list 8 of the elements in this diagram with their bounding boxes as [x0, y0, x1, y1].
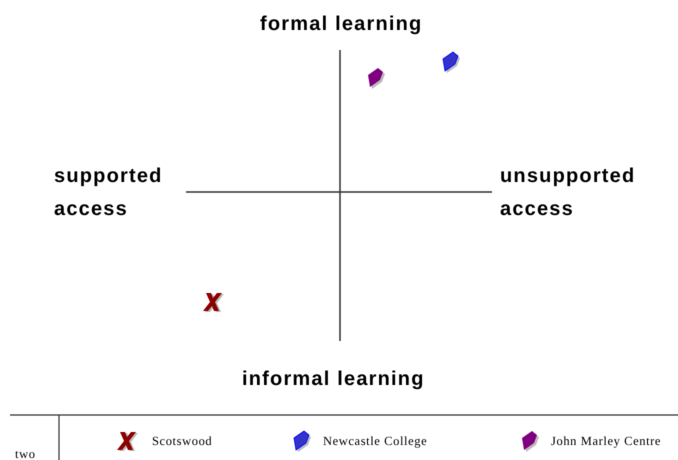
note: two: [15, 446, 36, 460]
axis-label: formal learning: [260, 12, 422, 37]
legend-label: John Marley Centre: [551, 433, 662, 449]
legend-label: Newcastle College: [323, 433, 428, 449]
axis-label: informal learning: [242, 367, 425, 392]
axis-label: unsupported access: [500, 164, 636, 222]
legend-label: Scotswood: [152, 433, 212, 449]
axis-label: supported access: [54, 164, 164, 222]
